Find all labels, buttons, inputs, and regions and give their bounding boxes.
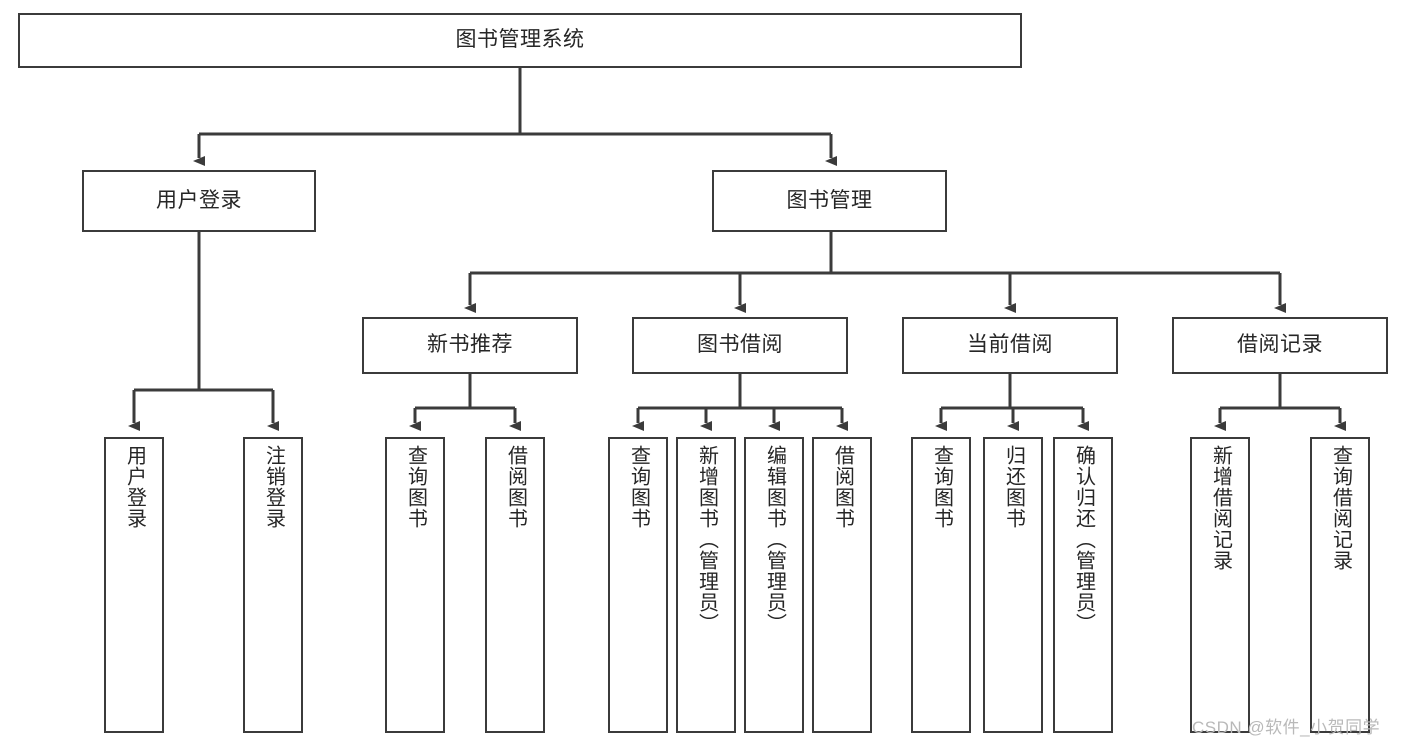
leaf-logout-label: 注销登录 xyxy=(262,445,285,529)
node-book-manage-label: 图书管理 xyxy=(786,188,873,212)
leaf-query-book-rec[interactable]: 查询图书 xyxy=(385,437,445,733)
leaf-borrow-book[interactable]: 借阅图书 xyxy=(812,437,872,733)
node-new-book-rec[interactable]: 新书推荐 xyxy=(362,317,578,374)
leaf-add-record[interactable]: 新增借阅记录 xyxy=(1190,437,1250,733)
leaf-confirm-return-label: 确认归还（管理员） xyxy=(1072,445,1095,634)
leaf-borrow-book-rec-label: 借阅图书 xyxy=(504,445,527,529)
leaf-query-book-rec-label: 查询图书 xyxy=(404,445,427,529)
leaf-edit-book[interactable]: 编辑图书（管理员） xyxy=(744,437,804,733)
leaf-query-record[interactable]: 查询借阅记录 xyxy=(1310,437,1370,733)
node-current-borrow[interactable]: 当前借阅 xyxy=(902,317,1118,374)
leaf-query-book-borrow[interactable]: 查询图书 xyxy=(608,437,668,733)
leaf-edit-book-label: 编辑图书（管理员） xyxy=(763,445,786,634)
leaf-borrow-book-rec[interactable]: 借阅图书 xyxy=(485,437,545,733)
node-user-login-label: 用户登录 xyxy=(156,188,242,212)
leaf-query-book-borrow-label: 查询图书 xyxy=(627,445,650,529)
leaf-logout[interactable]: 注销登录 xyxy=(243,437,303,733)
leaf-query-record-label: 查询借阅记录 xyxy=(1329,445,1352,571)
node-current-borrow-label: 当前借阅 xyxy=(967,333,1053,357)
leaf-borrow-book-label: 借阅图书 xyxy=(831,445,854,529)
node-borrow-record[interactable]: 借阅记录 xyxy=(1172,317,1388,374)
node-book-manage[interactable]: 图书管理 xyxy=(712,170,947,232)
leaf-query-book-cur-label: 查询图书 xyxy=(930,445,953,529)
leaf-query-book-cur[interactable]: 查询图书 xyxy=(911,437,971,733)
node-user-login[interactable]: 用户登录 xyxy=(82,170,316,232)
leaf-add-book[interactable]: 新增图书（管理员） xyxy=(676,437,736,733)
leaf-user-login[interactable]: 用户登录 xyxy=(104,437,164,733)
node-root-label: 图书管理系统 xyxy=(455,28,585,52)
node-book-borrow[interactable]: 图书借阅 xyxy=(632,317,848,374)
leaf-user-login-label: 用户登录 xyxy=(123,445,146,529)
leaf-add-record-label: 新增借阅记录 xyxy=(1209,445,1232,571)
watermark: CSDN @软件_小贺同学 xyxy=(1192,718,1381,737)
leaf-return-book-label: 归还图书 xyxy=(1002,445,1025,529)
leaf-add-book-label: 新增图书（管理员） xyxy=(695,445,718,634)
node-borrow-record-label: 借阅记录 xyxy=(1237,333,1323,357)
node-book-borrow-label: 图书借阅 xyxy=(697,333,783,357)
leaf-return-book[interactable]: 归还图书 xyxy=(983,437,1043,733)
leaf-confirm-return[interactable]: 确认归还（管理员） xyxy=(1053,437,1113,733)
node-root[interactable]: 图书管理系统 xyxy=(18,13,1022,68)
node-new-book-rec-label: 新书推荐 xyxy=(427,333,513,357)
